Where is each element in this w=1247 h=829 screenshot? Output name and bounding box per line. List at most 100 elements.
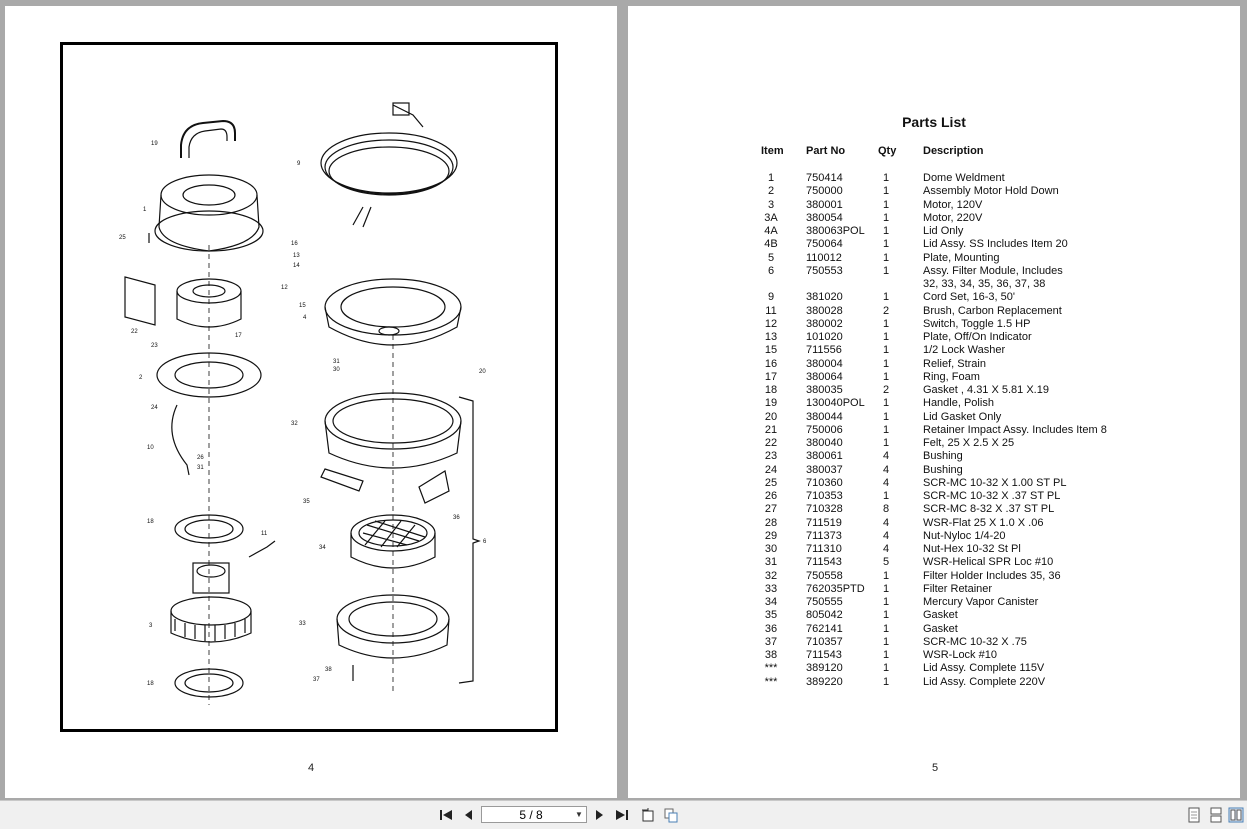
rotate-icon[interactable] <box>639 806 657 824</box>
cell-description: Relief, Strain <box>923 357 986 370</box>
cell-part-no: 110012 <box>806 251 842 264</box>
first-page-icon[interactable] <box>437 806 455 824</box>
cell-part-no: 762141 <box>806 622 843 635</box>
cell-qty: 2 <box>882 304 890 317</box>
callout-label: 14 <box>293 263 300 269</box>
left-page: 19 9 1 25 16 13 14 12 15 4 22 17 23 31 3… <box>5 6 617 798</box>
next-page-icon[interactable] <box>591 806 609 824</box>
cell-part-no: 711556 <box>806 344 842 357</box>
cell-description: SCR-MC 10-32 X .37 ST PL <box>923 490 1061 502</box>
cell-qty: 1 <box>882 649 890 661</box>
cell-description: Plate, Off/On Indicator <box>923 331 1032 343</box>
cell-description: Bushing <box>923 450 963 463</box>
cell-qty: 1 <box>882 370 890 383</box>
two-page-icon[interactable] <box>1227 806 1245 824</box>
cell-qty: 1 <box>882 357 890 370</box>
cell-part-no: 750553 <box>806 264 843 277</box>
cell-qty: 1 <box>882 635 890 648</box>
column-header-item: Item <box>761 145 784 157</box>
cell-description: Mercury Vapor Canister <box>923 596 1039 608</box>
single-page-icon[interactable] <box>1185 806 1203 824</box>
cell-item: 11 <box>765 304 777 317</box>
callout-label: 10 <box>147 445 154 451</box>
cell-item: 30 <box>764 543 778 555</box>
cell-item: 6 <box>767 264 775 277</box>
cell-qty: 5 <box>882 556 890 569</box>
column-header-qty: Qty <box>878 145 897 157</box>
copy-icon[interactable] <box>662 806 680 824</box>
cell-part-no: 711543 <box>806 649 842 661</box>
cell-part-no: 380061 <box>806 450 843 463</box>
cell-qty: 1 <box>882 582 890 595</box>
cell-part-no: 380004 <box>806 357 843 370</box>
callout-label: 18 <box>147 681 154 687</box>
cell-description: WSR-Lock #10 <box>923 649 997 661</box>
cell-description: Filter Retainer <box>923 582 993 595</box>
cell-item: 31 <box>764 556 778 569</box>
continuous-page-icon[interactable] <box>1207 806 1225 824</box>
cell-item: 1 <box>767 172 775 184</box>
cell-part-no: 750064 <box>806 238 843 251</box>
callout-label: 13 <box>293 253 300 259</box>
cell-qty: 1 <box>882 490 890 502</box>
cell-item: 37 <box>764 635 778 648</box>
page-select[interactable]: 5 / 8 ▼ <box>481 806 587 823</box>
cell-part-no: 710328 <box>806 503 843 516</box>
cell-qty: 2 <box>882 384 890 396</box>
cell-item: 28 <box>764 516 778 529</box>
callout-label: 33 <box>299 621 306 627</box>
cell-description: Handle, Polish <box>923 397 994 410</box>
cell-description: SCR-MC 8-32 X .37 ST PL <box>923 503 1055 516</box>
cell-part-no: 380028 <box>806 304 843 317</box>
cell-description: Lid Gasket Only <box>923 410 1002 423</box>
callout-label: 16 <box>291 241 298 247</box>
callout-label: 12 <box>281 285 288 291</box>
cell-part-no: 711373 <box>806 529 842 542</box>
cell-qty: 1 <box>882 397 890 410</box>
chevron-down-icon: ▼ <box>575 810 583 819</box>
callout-label: 38 <box>325 667 332 673</box>
cell-part-no: 750000 <box>806 185 843 198</box>
callout-label: 31 <box>197 465 204 471</box>
cell-item: 12 <box>764 317 778 330</box>
callout-label: 30 <box>333 367 340 373</box>
callout-label: 26 <box>197 455 204 461</box>
cell-item: 15 <box>764 344 778 357</box>
cell-qty: 1 <box>882 675 890 688</box>
callout-label: 11 <box>261 531 268 537</box>
cell-description: Brush, Carbon Replacement <box>923 304 1062 317</box>
last-page-icon[interactable] <box>613 806 631 824</box>
prev-page-icon[interactable] <box>459 806 477 824</box>
cell-qty: 1 <box>882 185 890 198</box>
column-header-part-no: Part No <box>806 145 846 157</box>
cell-item: 13 <box>764 331 778 343</box>
callout-label: 15 <box>299 303 306 309</box>
cell-qty: 1 <box>882 331 890 343</box>
cell-description: Motor, 120V <box>923 198 983 211</box>
cell-description: Retainer Impact Assy. Includes Item 8 <box>923 423 1107 436</box>
cell-description: Gasket <box>923 609 958 622</box>
cell-part-no: 750414 <box>806 172 843 184</box>
cell-part-no: 710353 <box>806 490 843 502</box>
cell-description: WSR-Flat 25 X 1.0 X .06 <box>923 516 1044 529</box>
cell-part-no: 389120 <box>806 662 843 675</box>
cell-item: 26 <box>764 490 778 502</box>
cell-description: SCR-MC 10-32 X .75 <box>923 635 1027 648</box>
cell-item: 27 <box>764 503 778 516</box>
cell-item: 36 <box>764 622 778 635</box>
cell-description: Filter Holder Includes 35, 36 <box>923 569 1061 582</box>
cell-description: Plate, Mounting <box>923 251 1000 264</box>
